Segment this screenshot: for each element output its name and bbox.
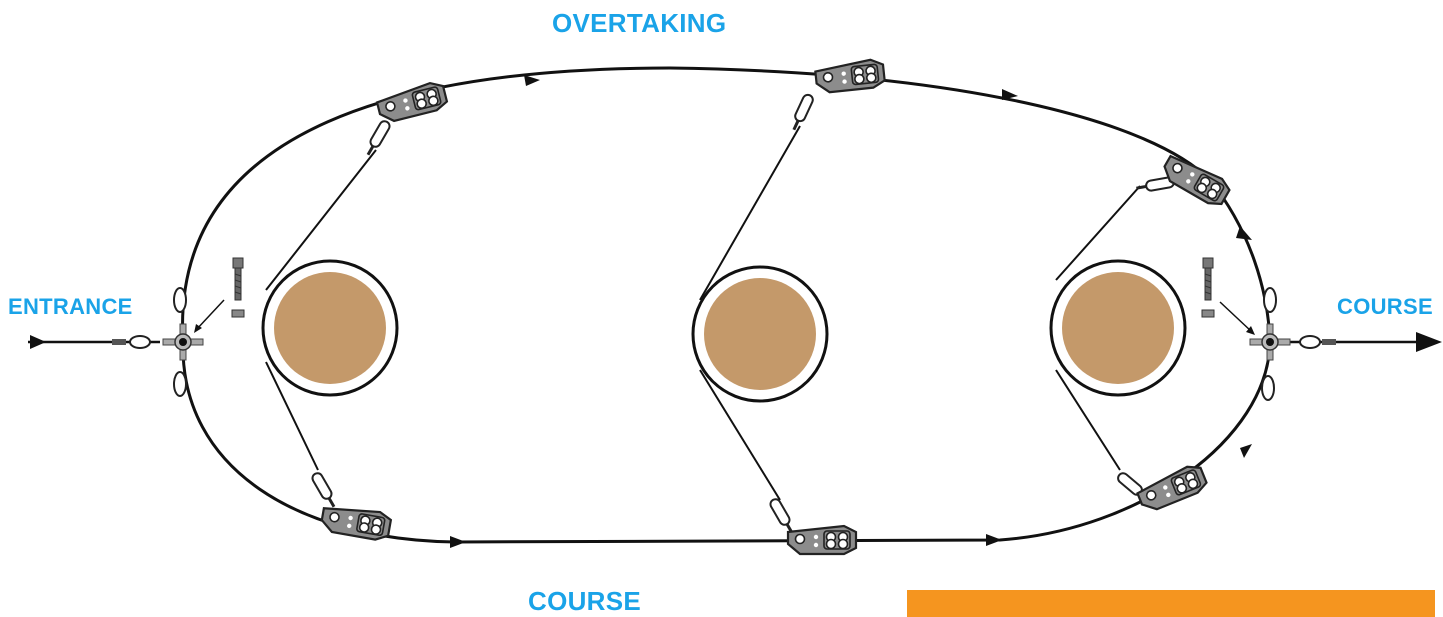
arrow-icon xyxy=(1002,89,1018,100)
tree-trunk-icon xyxy=(1049,259,1187,397)
entry-carabiner-icon xyxy=(112,335,1336,349)
entrance-label: ENTRANCE xyxy=(8,294,133,319)
arrow-icon xyxy=(450,536,466,548)
pulley-block-icon xyxy=(374,79,450,125)
exit-arrow-icon xyxy=(1416,332,1442,352)
pulley-block-icon xyxy=(1158,149,1234,211)
arrow-icon xyxy=(524,75,540,86)
bolt-icon xyxy=(1201,257,1215,318)
pulley-block-icon xyxy=(813,57,887,95)
course-exit-label: COURSE xyxy=(1337,294,1433,319)
tree-trunk-icon xyxy=(691,265,829,403)
arrow-icon xyxy=(986,534,1002,546)
bolt-icon xyxy=(231,257,245,318)
carabiner-icon xyxy=(787,91,816,134)
entrance-arrow-icon xyxy=(30,335,46,349)
tree-cables xyxy=(265,125,1141,501)
pulley-block-icon xyxy=(318,501,394,543)
accent-bar xyxy=(907,590,1435,617)
tree-trunk-icon xyxy=(261,259,399,397)
arrow-icon xyxy=(1236,226,1252,240)
carabiner-icon xyxy=(309,469,340,511)
course-label: COURSE xyxy=(528,586,642,616)
carabiner-icon xyxy=(767,495,798,537)
overtaking-label: OVERTAKING xyxy=(552,8,727,38)
pulley-block-icon xyxy=(786,524,858,556)
shackle-icon xyxy=(173,287,1277,401)
pulley-block-icon xyxy=(1134,461,1210,515)
arrow-icon xyxy=(1240,444,1252,458)
ring-hub-icon xyxy=(1249,323,1291,361)
carabiner-icon xyxy=(362,117,393,159)
